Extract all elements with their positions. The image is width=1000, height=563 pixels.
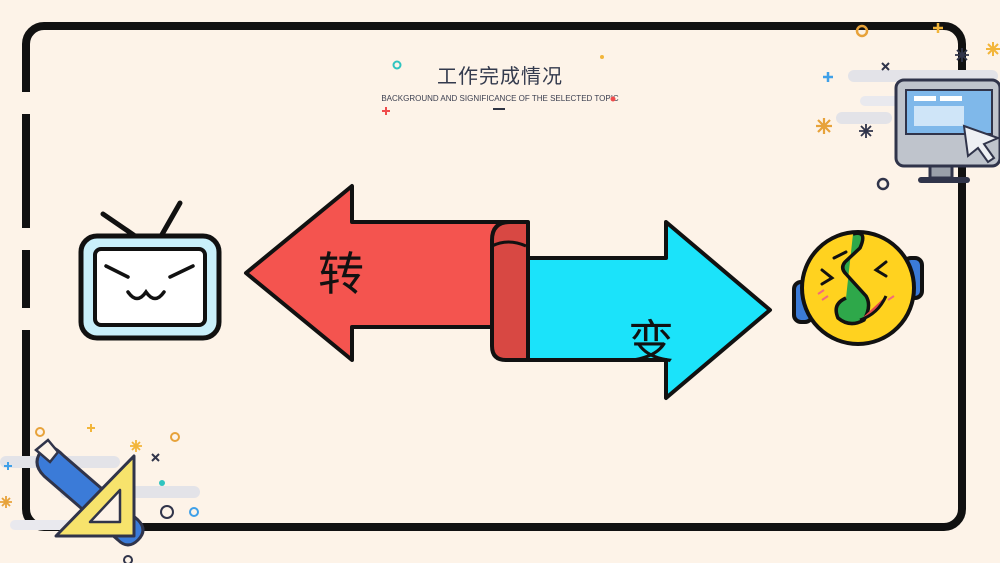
computer-monitor-icon <box>816 23 1000 191</box>
wrench-ruler-icon <box>0 424 200 563</box>
arrow-left-label: 转 <box>318 247 364 301</box>
frame-gap <box>18 92 34 114</box>
arrow-right-icon <box>504 220 772 400</box>
music-note-emoji-icon <box>792 230 924 346</box>
slide-subtitle: BACKGROUND AND SIGNIFICANCE OF THE SELEC… <box>381 94 619 103</box>
frame-gap <box>18 228 34 250</box>
arrow-left-icon <box>244 184 522 362</box>
title-underline <box>493 108 505 110</box>
slide-frame <box>22 22 966 531</box>
tv-mascot-icon <box>78 200 222 341</box>
slide-title: 工作完成情况 <box>437 64 563 88</box>
dot-decoration <box>610 96 616 102</box>
arrow-right-label: 变 <box>628 315 674 369</box>
frame-gap <box>18 308 34 330</box>
dot-decoration <box>392 60 402 70</box>
plus-decoration <box>382 107 390 115</box>
ribbon-fold <box>490 220 530 362</box>
dot-decoration <box>600 55 604 59</box>
